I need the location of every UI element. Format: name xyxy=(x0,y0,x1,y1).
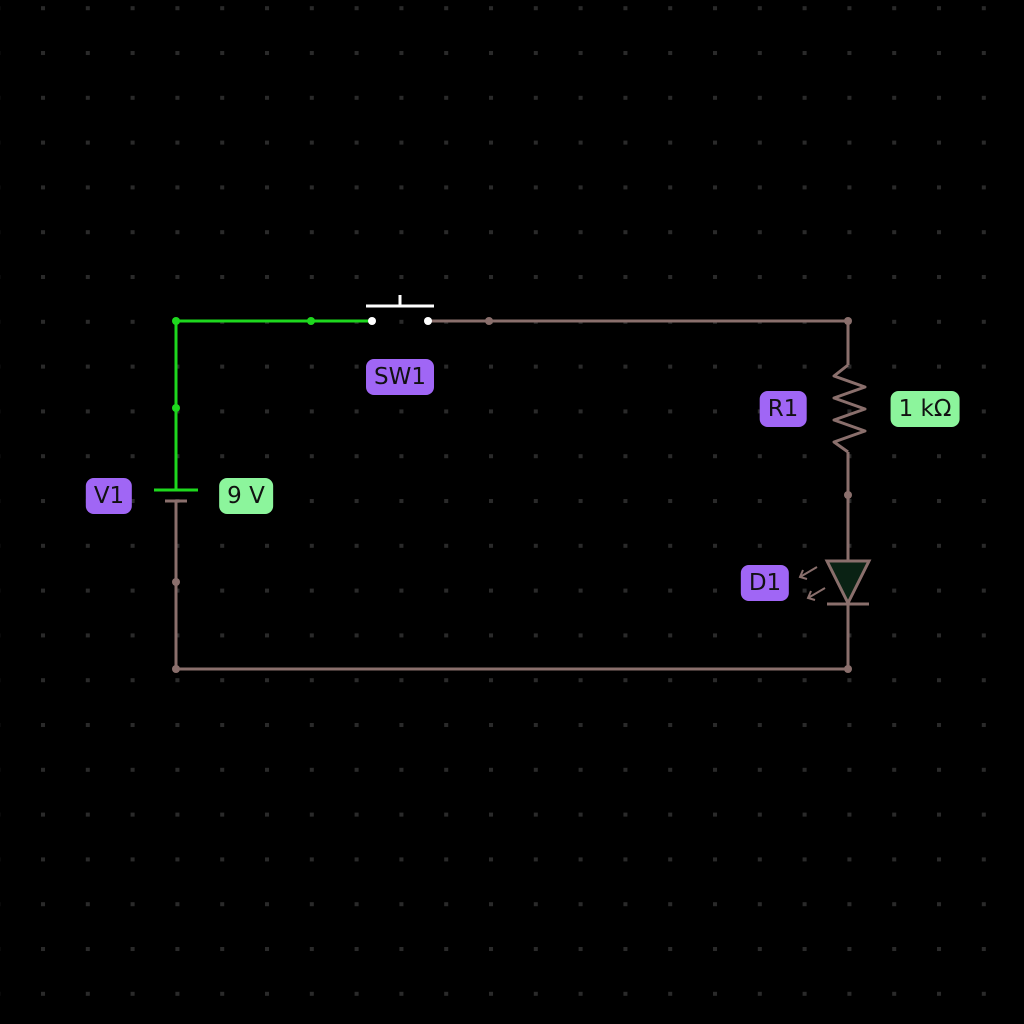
resistor-r1[interactable] xyxy=(832,363,867,454)
battery-value-label[interactable]: 9 V xyxy=(219,478,273,514)
node[interactable] xyxy=(172,404,180,412)
node[interactable] xyxy=(844,317,852,325)
led-d1[interactable] xyxy=(798,559,872,607)
light-emission-icon xyxy=(798,566,826,601)
node[interactable] xyxy=(307,317,315,325)
node[interactable] xyxy=(844,491,852,499)
switch-name-label[interactable]: SW1 xyxy=(366,359,434,395)
led-name-label[interactable]: D1 xyxy=(740,565,790,601)
resistor-value-label[interactable]: 1 kΩ xyxy=(890,391,960,427)
push-switch-sw1[interactable] xyxy=(366,295,434,325)
node[interactable] xyxy=(485,317,493,325)
battery-name-label[interactable]: V1 xyxy=(85,478,133,514)
resistor-name-label[interactable]: R1 xyxy=(759,391,807,427)
node[interactable] xyxy=(172,317,180,325)
node[interactable] xyxy=(172,578,180,586)
node[interactable] xyxy=(844,665,852,673)
node[interactable] xyxy=(172,665,180,673)
